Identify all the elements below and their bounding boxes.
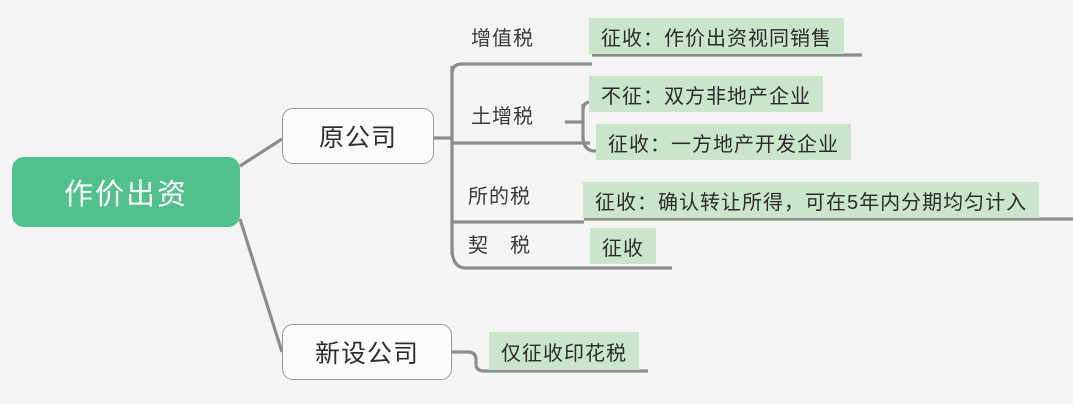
leaf-lat-levied[interactable]: 征收：一方地产开发企业 (596, 124, 851, 160)
wire-new-to-stamp (452, 350, 648, 373)
wire-root-to-new (238, 218, 284, 353)
root-node-label: 作价出资 (63, 179, 188, 211)
branch-node-new-company-label: 新设公司 (314, 340, 419, 368)
wire-root-to-original (239, 137, 283, 168)
topic-label-land-appreciation-tax[interactable]: 土增税 (471, 106, 534, 128)
leaf-lat-not-levied[interactable]: 不征：双方非地产企业 (589, 76, 823, 112)
topic-label-income-tax[interactable]: 所的税 (468, 186, 531, 208)
leaf-income-tax-levied[interactable]: 征收：确认转让所得，可在5年内分期均匀计入 (583, 182, 1040, 218)
topic-label-deed-tax[interactable]: 契 税 (468, 235, 531, 257)
branch-node-original-company-label: 原公司 (318, 124, 397, 152)
topic-label-vat[interactable]: 增值税 (471, 28, 534, 50)
wire-underline-lat-levy (581, 135, 838, 153)
root-node[interactable]: 作价出资 (12, 157, 240, 227)
leaf-vat-levied[interactable]: 征收：作价出资视同销售 (589, 18, 844, 54)
leaf-deed-tax-levied[interactable]: 征收 (590, 228, 656, 264)
wire-underline-deed (450, 247, 672, 270)
leaf-stamp-duty-only[interactable]: 仅征收印花税 (489, 332, 639, 370)
wire-underline-vat (450, 62, 592, 75)
branch-node-new-company[interactable]: 新设公司 (282, 324, 452, 380)
branch-node-original-company[interactable]: 原公司 (282, 108, 434, 164)
